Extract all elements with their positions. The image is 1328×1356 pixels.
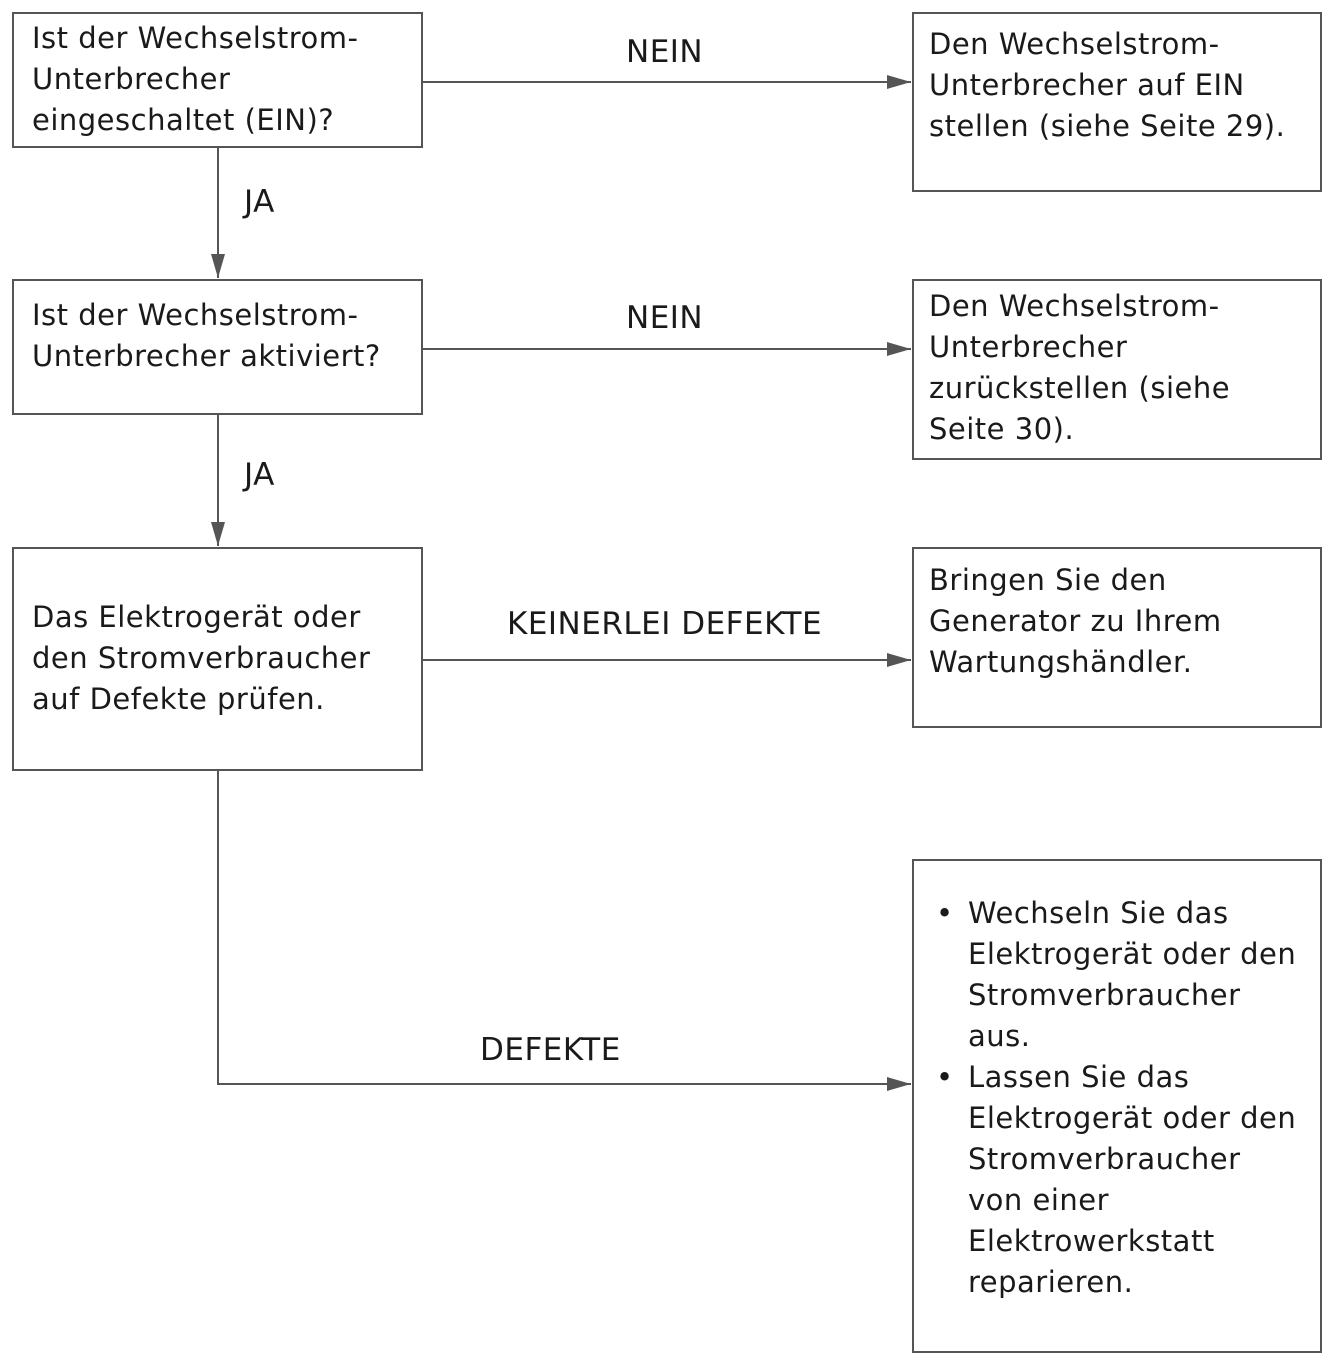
bullet-text: Wechseln Sie das Elektrogerät oder den S… [968, 896, 1297, 1053]
question-text: Ist der Wechselstrom- Unterbrecher aktiv… [32, 298, 381, 373]
question-text: Ist der Wechselstrom- Unterbrecher einge… [32, 21, 359, 137]
question-text: Das Elektrogerät oder den Stromverbrauch… [32, 600, 371, 716]
edge-label-nein: NEIN [626, 300, 704, 336]
bullet-text: Lassen Sie das Elektrogerät oder den Str… [968, 1060, 1297, 1299]
bullet-icon: • [936, 896, 954, 930]
list-item: • Wechseln Sie das Elektrogerät oder den … [936, 893, 1296, 1057]
bullet-icon: • [936, 1060, 954, 1094]
question-box-check-device: Das Elektrogerät oder den Stromverbrauch… [12, 547, 423, 771]
edge-label-defekte: DEFEKTE [480, 1032, 621, 1068]
action-box-dealer: Bringen Sie den Generator zu Ihrem Wartu… [912, 547, 1322, 728]
action-text: Den Wechselstrom- Unterbrecher auf EIN s… [929, 27, 1286, 143]
action-text: Den Wechselstrom- Unterbrecher zurückste… [929, 289, 1231, 446]
action-box-switch-on: Den Wechselstrom- Unterbrecher auf EIN s… [912, 12, 1322, 192]
list-item: • Lassen Sie das Elektrogerät oder den St… [936, 1057, 1296, 1303]
edge-label-keinerlei-defekte: KEINERLEI DEFEKTE [507, 606, 823, 642]
action-text: Bringen Sie den Generator zu Ihrem Wartu… [929, 563, 1222, 679]
action-bullet-list: • Wechseln Sie das Elektrogerät oder den … [936, 893, 1296, 1303]
edge-label-ja: JA [244, 184, 275, 220]
action-box-reset: Den Wechselstrom- Unterbrecher zurückste… [912, 279, 1322, 460]
question-box-breaker-on: Ist der Wechselstrom- Unterbrecher einge… [12, 12, 423, 148]
action-box-repair: • Wechseln Sie das Elektrogerät oder den … [912, 859, 1322, 1353]
edge-q3-to-a4 [217, 770, 911, 1091]
question-box-breaker-tripped: Ist der Wechselstrom- Unterbrecher aktiv… [12, 279, 423, 415]
edge-label-ja: JA [244, 457, 275, 493]
edge-label-nein: NEIN [626, 34, 704, 70]
